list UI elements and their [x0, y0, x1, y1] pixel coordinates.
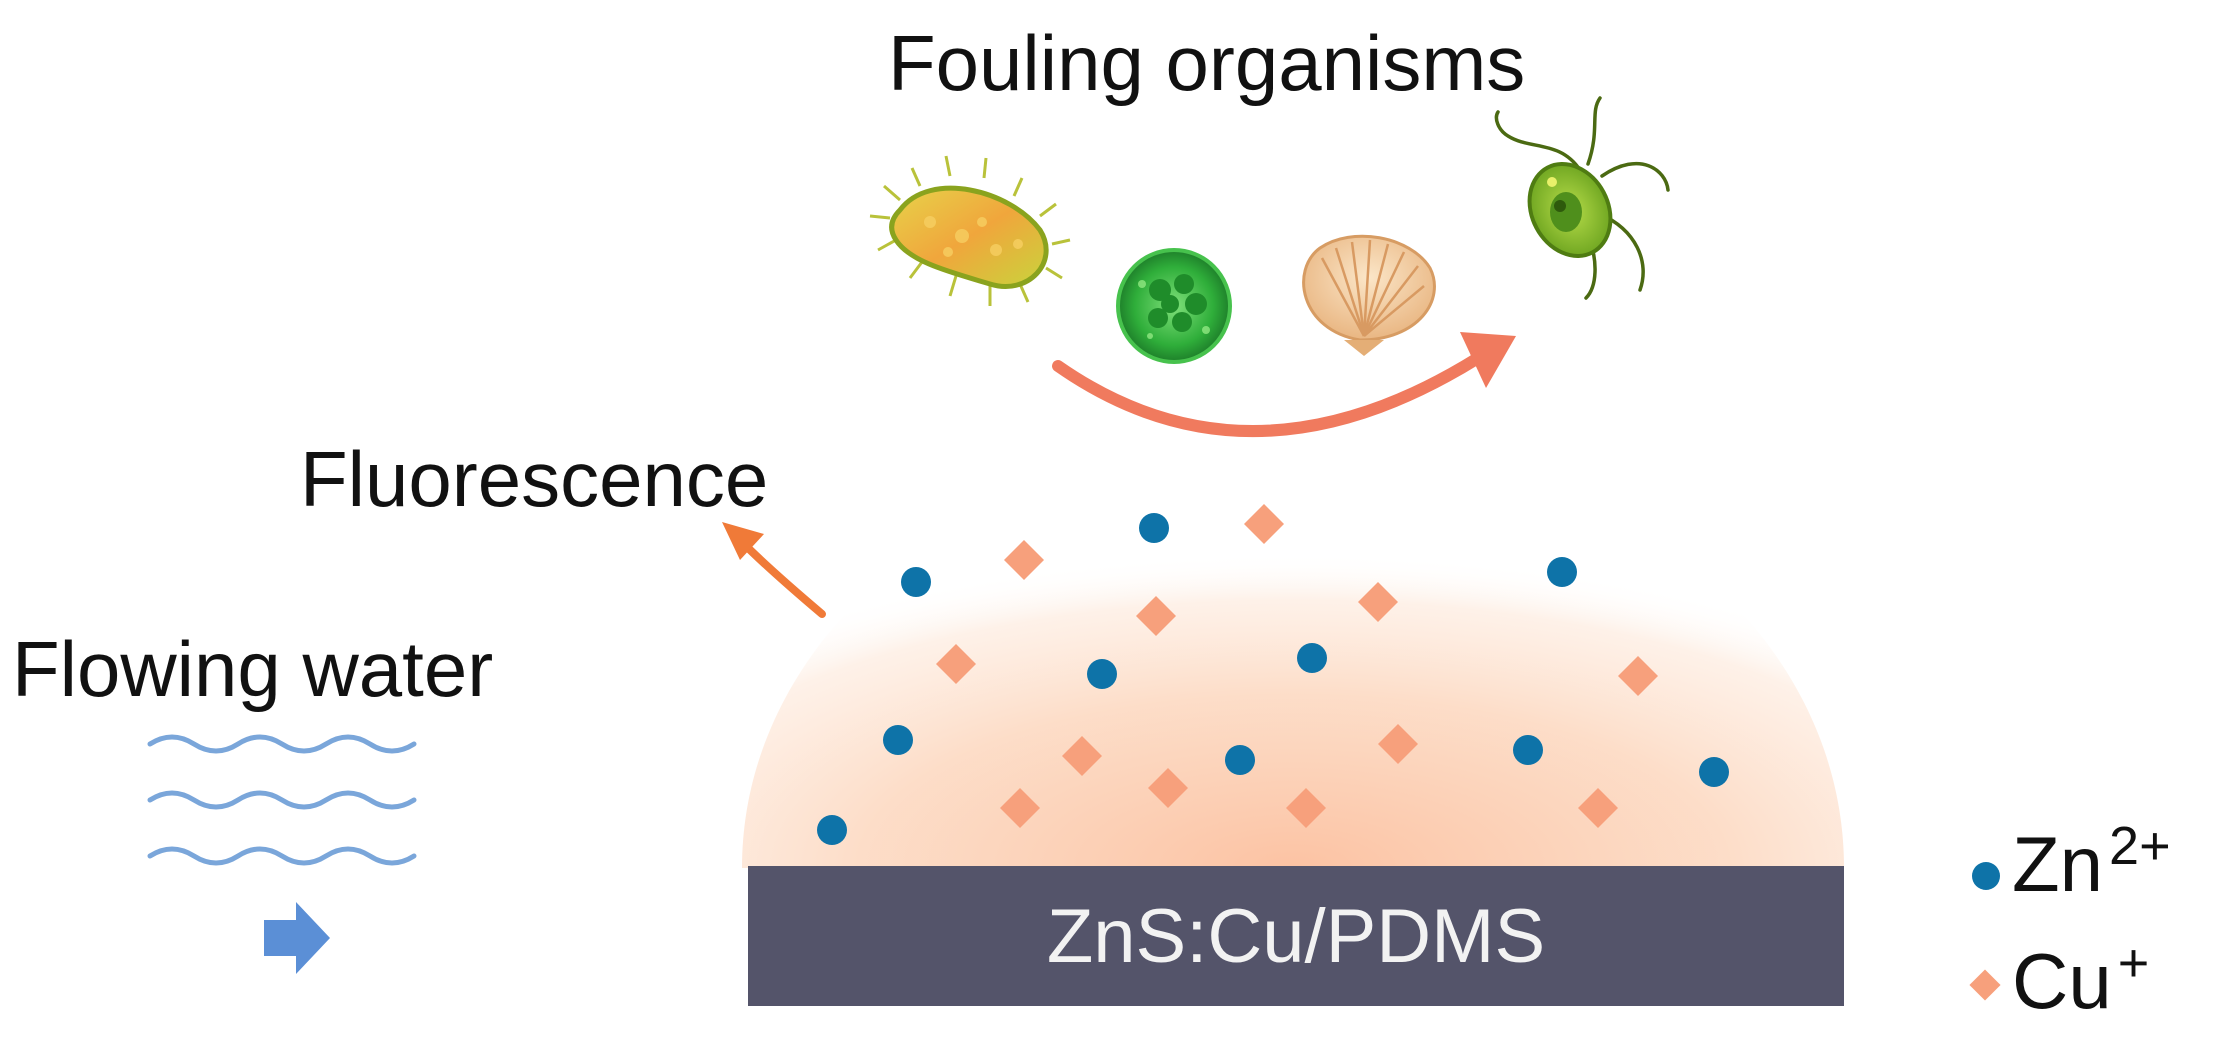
- cu-ion: [1062, 736, 1102, 776]
- fluorescence-label: Fluorescence: [300, 435, 769, 523]
- flagellate-alga-icon: [1494, 96, 1670, 300]
- substrate-layer: [748, 866, 1844, 1006]
- cu-ion: [1358, 582, 1398, 622]
- seashell-icon: [1302, 234, 1436, 356]
- cu-ion: [1618, 656, 1658, 696]
- fluorescence-glow: [742, 430, 1844, 868]
- cu-ion: [1578, 788, 1618, 828]
- water-direction-arrow: [264, 902, 330, 974]
- zn-ion: [1087, 659, 1117, 689]
- cu-ion: [1004, 540, 1044, 580]
- zn-ion: [1225, 745, 1255, 775]
- ion-layer: [817, 504, 1729, 845]
- legend-zn-charge: 2+: [2109, 816, 2171, 876]
- bacterium-icon: [869, 155, 1071, 306]
- curved-arrow: [1052, 332, 1516, 437]
- cu-ion: [1000, 788, 1040, 828]
- legend-cu: Cu+: [2012, 936, 2149, 1020]
- zn-ion: [1699, 757, 1729, 787]
- cu-ion: [1286, 788, 1326, 828]
- cu-ion: [936, 644, 976, 684]
- cu-ion: [1136, 596, 1176, 636]
- cu-ion: [1148, 768, 1188, 808]
- cu-ion: [1244, 504, 1284, 544]
- zn-ion: [1547, 557, 1577, 587]
- cu-legend-marker: [1969, 969, 2001, 1001]
- flowing-water-label: Flowing water: [12, 625, 494, 713]
- green-alga-cell-icon: [1116, 248, 1232, 364]
- zn-ion: [901, 567, 931, 597]
- zn-ion: [883, 725, 913, 755]
- fluorescence-arrow: [722, 522, 826, 618]
- cu-ion: [1378, 724, 1418, 764]
- legend-cu-charge: +: [2117, 933, 2150, 993]
- zn-ion: [817, 815, 847, 845]
- zn-ion: [1297, 643, 1327, 673]
- flowing-water-icon: [147, 734, 417, 866]
- zn-ion: [1139, 513, 1169, 543]
- legend-zn-base: Zn: [2012, 820, 2104, 908]
- legend-cu-base: Cu: [2012, 937, 2112, 1025]
- fouling-organisms-title: Fouling organisms: [888, 19, 1526, 107]
- zn-legend-marker: [1972, 862, 2000, 890]
- substrate-label: ZnS:Cu/PDMS: [1046, 893, 1546, 979]
- zn-ion: [1513, 735, 1543, 765]
